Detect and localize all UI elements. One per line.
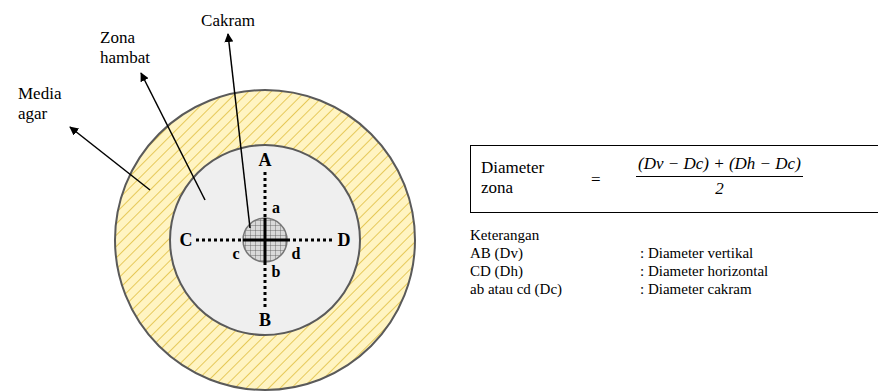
point-letter: c [232, 246, 239, 262]
part-label: Cakram [201, 12, 255, 29]
leader-arrows [70, 34, 250, 228]
point-letter: B [259, 311, 271, 329]
inhibition-zone [170, 145, 360, 335]
point-letter: b [272, 264, 281, 280]
symbol-meaning: : Diameter vertikal [640, 244, 753, 262]
agar-medium [115, 90, 415, 390]
point-letter: a [272, 200, 280, 216]
symbol-meaning: : Diameter cakram [640, 280, 752, 298]
formula-name: Diameter zona [481, 158, 561, 198]
fraction-numerator: (Dv − Dc) + (Dh − Dc) [636, 154, 803, 177]
symbol-term: ab atau cd (Dc) [470, 280, 562, 298]
point-letter: A [259, 151, 272, 169]
point-letter: d [292, 246, 301, 262]
legend-heading: Keterangan [470, 226, 539, 244]
formula-box: Diameter zona = (Dv − Dc) + (Dh − Dc)2 [470, 145, 878, 213]
point-letter: C [180, 231, 193, 249]
equals-sign: = [591, 170, 601, 190]
point-letter: D [338, 231, 351, 249]
symbol-term: CD (Dh) [470, 262, 523, 280]
part-label: Media agar [18, 84, 70, 124]
part-label: Zona hambat [100, 28, 162, 68]
symbol-term: AB (Dv) [470, 244, 523, 262]
diameter-dotted-lines [196, 172, 334, 308]
symbol-meaning: : Diameter horizontal [640, 262, 768, 280]
fraction-denominator: 2 [715, 179, 724, 199]
